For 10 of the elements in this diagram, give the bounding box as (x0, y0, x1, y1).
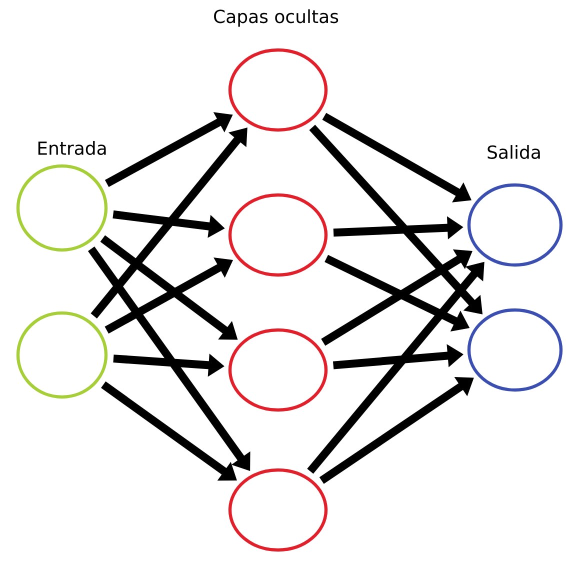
neuron-circle (228, 328, 328, 412)
layer-label: Capas ocultas (214, 9, 338, 27)
neuron-circle (16, 311, 108, 399)
neuron-circle (228, 468, 328, 552)
neuron-circle (228, 48, 328, 132)
neuron-circle (467, 308, 563, 392)
neuron-circle (228, 193, 328, 277)
neuron-circle (16, 164, 108, 252)
neuron-circle (467, 183, 563, 267)
layer-label: Salida (488, 145, 540, 159)
